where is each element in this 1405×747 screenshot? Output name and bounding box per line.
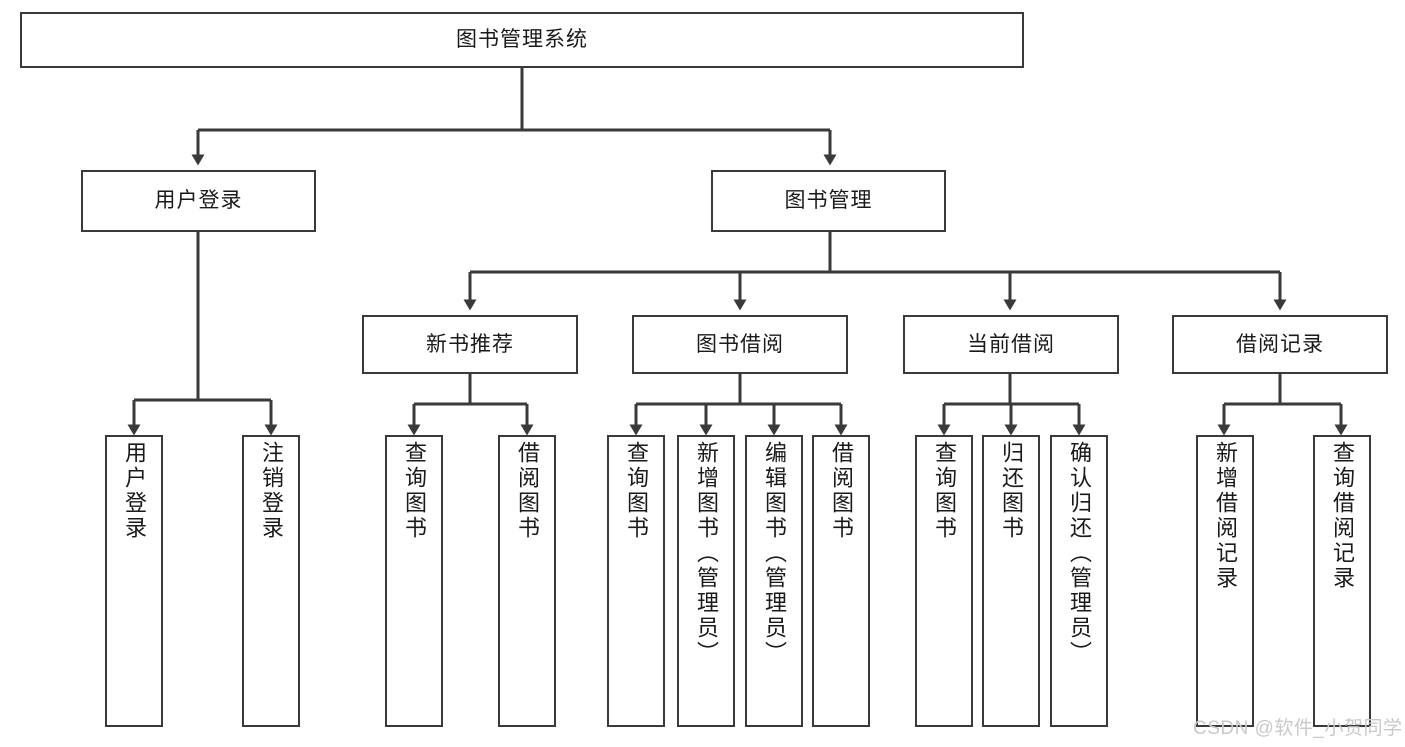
node-label: 借阅图书 <box>829 441 854 541</box>
node-label: 新书推荐 <box>426 332 514 356</box>
node-label: 确认归还（管理员） <box>1067 441 1092 666</box>
node-label: 查询图书 <box>624 441 649 541</box>
node-book-borrow[interactable]: 图书借阅 <box>632 315 848 374</box>
node-book-management[interactable]: 图书管理 <box>711 170 946 232</box>
watermark-credit: CSDN @软件_小贺同学 <box>1193 718 1403 739</box>
node-label: 用户登录 <box>122 441 147 541</box>
node-label: 借阅记录 <box>1236 332 1324 356</box>
leaf-record-query-record[interactable]: 查询借阅记录 <box>1313 435 1371 727</box>
leaf-user-login-signout[interactable]: 注销登录 <box>242 435 300 727</box>
node-label: 当前借阅 <box>967 332 1055 356</box>
node-label: 注销登录 <box>259 441 284 541</box>
leaf-borrow-query-book[interactable]: 查询图书 <box>607 435 665 727</box>
node-label: 查询图书 <box>402 441 427 541</box>
node-label: 借阅图书 <box>515 441 540 541</box>
leaf-user-login-signin[interactable]: 用户登录 <box>105 435 163 727</box>
leaf-current-query-book[interactable]: 查询图书 <box>915 435 973 727</box>
node-label: 新增图书（管理员） <box>694 441 719 666</box>
node-label: 编辑图书（管理员） <box>762 441 787 666</box>
node-root-system[interactable]: 图书管理系统 <box>20 12 1024 68</box>
node-label: 归还图书 <box>999 441 1024 541</box>
leaf-borrow-add-book-admin[interactable]: 新增图书（管理员） <box>677 435 735 727</box>
leaf-current-return-book[interactable]: 归还图书 <box>982 435 1040 727</box>
node-label: 图书借阅 <box>696 332 784 356</box>
node-label: 查询图书 <box>932 441 957 541</box>
node-label: 查询借阅记录 <box>1330 441 1355 591</box>
node-current-borrow[interactable]: 当前借阅 <box>903 315 1119 374</box>
leaf-recommend-borrow-book[interactable]: 借阅图书 <box>498 435 556 727</box>
node-label: 用户登录 <box>154 189 243 213</box>
node-user-login[interactable]: 用户登录 <box>81 170 316 232</box>
node-label: 新增借阅记录 <box>1213 441 1238 591</box>
leaf-record-add-record[interactable]: 新增借阅记录 <box>1196 435 1254 727</box>
leaf-current-confirm-return-admin[interactable]: 确认归还（管理员） <box>1050 435 1108 727</box>
node-label: 图书管理 <box>784 189 873 213</box>
node-new-book-recommend[interactable]: 新书推荐 <box>362 315 578 374</box>
leaf-borrow-borrow-book[interactable]: 借阅图书 <box>812 435 870 727</box>
leaf-borrow-edit-book-admin[interactable]: 编辑图书（管理员） <box>745 435 803 727</box>
leaf-recommend-query-book[interactable]: 查询图书 <box>385 435 443 727</box>
node-borrow-record[interactable]: 借阅记录 <box>1172 315 1388 374</box>
node-label: 图书管理系统 <box>456 28 588 52</box>
